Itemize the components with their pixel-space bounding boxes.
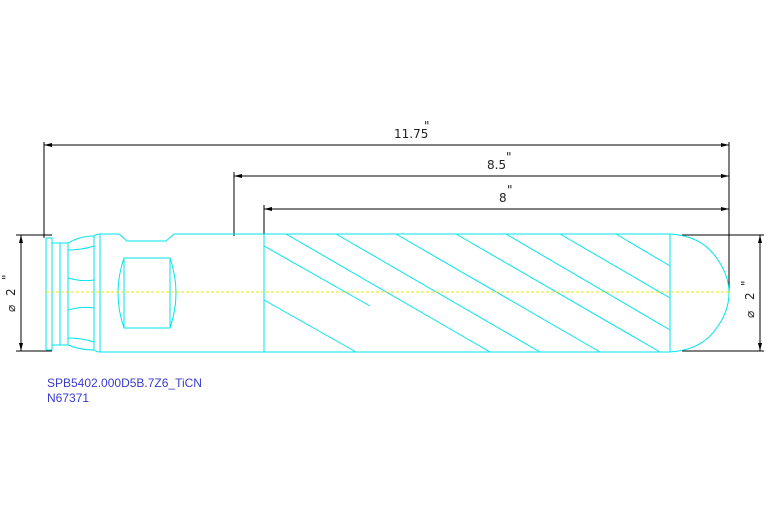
- right-diameter-value: 2: [743, 292, 757, 300]
- dimension-right-diameter: ⌀ 2 ": [682, 234, 764, 352]
- dim-flute-unit: ": [507, 183, 513, 197]
- dimension-flute-length: 8 ": [263, 183, 729, 236]
- dimension-shank-length: 8.5 ": [233, 150, 729, 236]
- arrow-left-icon: [264, 207, 272, 211]
- arrow-right-icon: [721, 143, 729, 147]
- arrow-down-icon: [19, 343, 23, 351]
- drive-flat-arc-left: [117, 257, 125, 329]
- left-diameter-value: 2: [4, 288, 18, 296]
- order-number: N67371: [47, 391, 89, 405]
- diameter-symbol: ⌀: [4, 305, 18, 312]
- helix-lines: [263, 233, 671, 353]
- drive-flat: [123, 257, 171, 329]
- neck-groove: [67, 235, 95, 351]
- right-diameter-label: ⌀ 2 ": [739, 280, 757, 318]
- dim-overall-unit: ": [424, 119, 430, 133]
- dim-flute-value: 8: [499, 191, 507, 205]
- arrow-right-icon: [721, 174, 729, 178]
- dim-overall-value: 11.75: [394, 127, 428, 141]
- arrow-right-icon: [721, 207, 729, 211]
- left-diameter-label: ⌀ 2 ": [0, 274, 18, 312]
- arrow-left-icon: [234, 174, 242, 178]
- left-diameter-unit: ": [0, 274, 14, 280]
- groove-line-top: [67, 245, 95, 251]
- dim-shank-unit: ": [506, 150, 512, 164]
- diameter-symbol: ⌀: [743, 311, 757, 318]
- arrow-left-icon: [44, 143, 52, 147]
- arrow-up-icon: [19, 235, 23, 243]
- shank-bottom: [93, 349, 264, 353]
- right-diameter-unit: ": [739, 280, 753, 286]
- end-ring-1: [46, 237, 53, 351]
- ball-head: [669, 233, 730, 353]
- dimension-overall-length: 11.75 ": [43, 119, 730, 292]
- arrow-up-icon: [758, 235, 762, 243]
- groove-line-mid-top: [67, 277, 95, 282]
- tool-outline: [45, 233, 730, 353]
- groove-line-bottom: [67, 337, 95, 343]
- shank-top: [93, 233, 264, 242]
- groove-line-mid-bottom: [67, 306, 95, 311]
- drive-flat-arc-right: [169, 257, 177, 329]
- arrow-down-icon: [758, 343, 762, 351]
- dimension-left-diameter: ⌀ 2 ": [0, 234, 52, 352]
- part-number: SPB5402.000D5B.7Z6_TiCN: [47, 376, 202, 390]
- dim-shank-value: 8.5: [487, 158, 506, 172]
